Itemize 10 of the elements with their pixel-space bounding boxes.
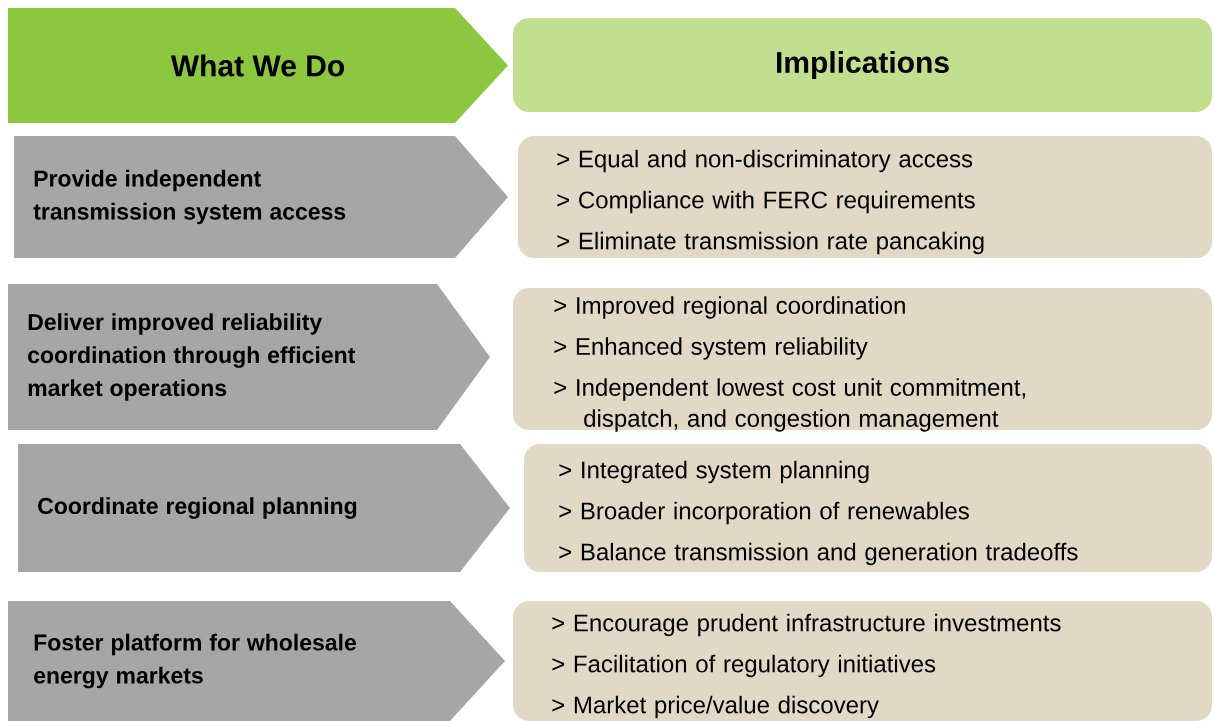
- chevron-box: Deliver improved reliability coordination through efficient market operations: [8, 284, 490, 430]
- header-box: Implications: [513, 18, 1212, 112]
- implications-box: > Improved regional coordination > Enhanced system reliability > Independent lowest cost unit commitment, dispatch, and congestion management: [513, 288, 1212, 432]
- chevron-box: Provide independent transmission system access: [14, 136, 508, 258]
- chevron-box: Coordinate regional planning: [18, 444, 510, 572]
- heading-banner: What We Do: [8, 8, 508, 123]
- implications-box: > Equal and non-discriminatory access > Compliance with FERC requirements > Eliminate transmission rate pancaking: [518, 136, 1212, 258]
- implications-box: > Integrated system planning > Broader incorporation of renewables > Balance transmission and generation tradeoffs: [524, 444, 1212, 572]
- chevron-box: Foster platform for wholesale energy markets: [8, 601, 505, 721]
- implications-box: > Encourage prudent infrastructure investments > Facilitation of regulatory initiatives > Market price/value discovery: [513, 601, 1212, 721]
